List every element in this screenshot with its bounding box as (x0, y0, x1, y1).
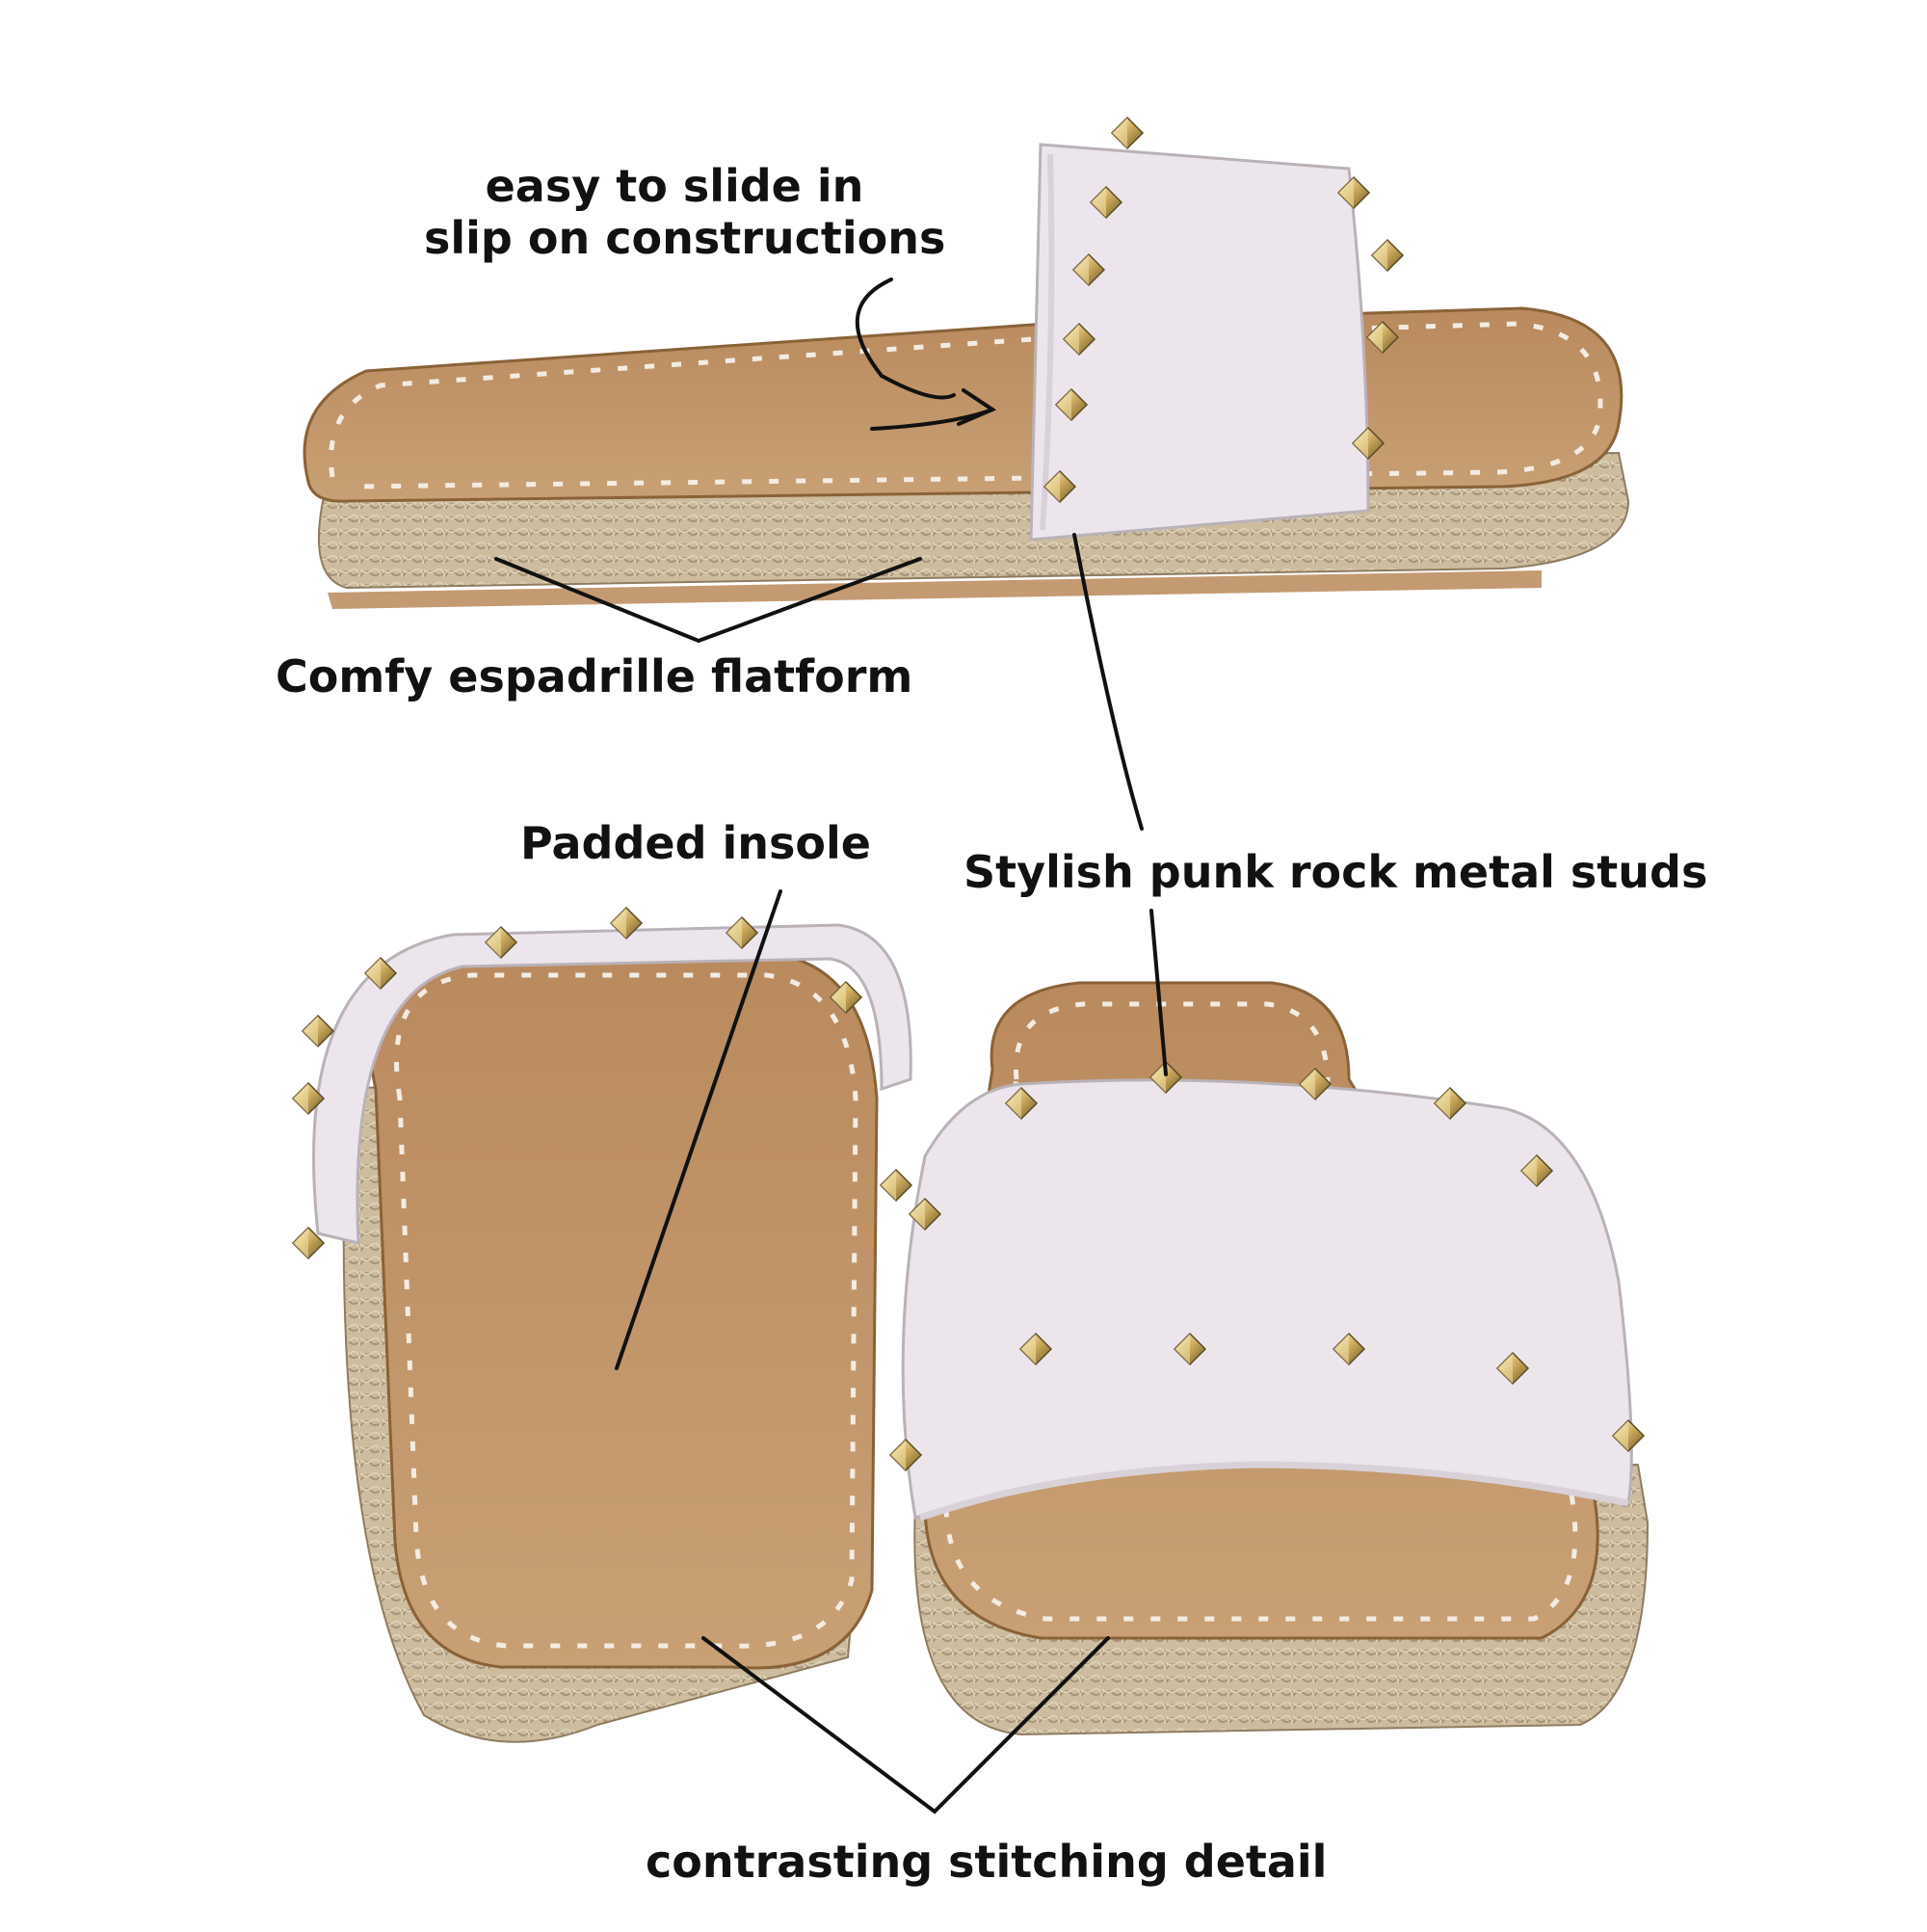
stitching-callout-line (701, 1636, 1110, 1814)
bottom-left-sandal (292, 907, 912, 1743)
annotation-padded-insole: Padded insole (520, 817, 871, 869)
annotation-espadrille: Comfy espadrille flatform (276, 650, 913, 702)
slide-callout-line (856, 278, 956, 400)
studs-callout-line-bottom (1149, 909, 1168, 1076)
padded-callout-line (615, 889, 782, 1370)
espadrille-callout-line (494, 557, 922, 644)
studs-callout-line-top (1072, 533, 1144, 831)
top-sandal (303, 117, 1630, 609)
callout-lines (494, 278, 1168, 1814)
slide-callout-arrowhead (957, 388, 997, 426)
annotation-easy-slide: easy to slide in slip on constructions (424, 160, 946, 265)
annotation-stitching: contrasting stitching detail (646, 1836, 1328, 1888)
annotation-metal-studs: Stylish punk rock metal studs (964, 846, 1708, 898)
annotation-easy-slide-line1: easy to slide in (485, 160, 864, 212)
bottom-right-sandal (889, 981, 1650, 1736)
annotation-easy-slide-line2: slip on constructions (424, 212, 946, 265)
